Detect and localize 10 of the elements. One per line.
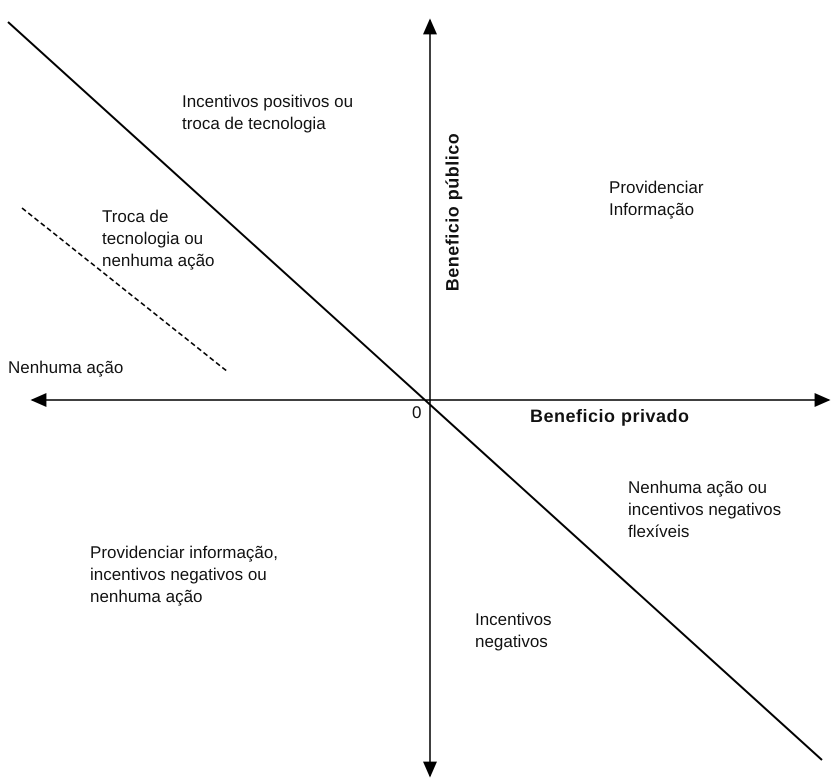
region-label: Providenciar Informação <box>609 177 704 221</box>
region-label: Incentivos negativos <box>475 609 553 653</box>
region-label: Nenhuma ação ou incentivos negativos flexíveis <box>628 477 782 543</box>
region-label: Incentivos positivos ou troca de tecnologia <box>182 91 354 135</box>
region-label: Nenhuma ação <box>8 357 124 379</box>
axis-label: Beneficio privado <box>530 405 691 427</box>
region-label: Providenciar informação, incentivos negativos ou nenhuma ação <box>90 542 280 608</box>
origin-label: 0 <box>412 402 422 424</box>
region-label: Troca de tecnologia ou nenhuma ação <box>102 206 216 272</box>
axis-label: Beneficio público <box>440 132 463 292</box>
